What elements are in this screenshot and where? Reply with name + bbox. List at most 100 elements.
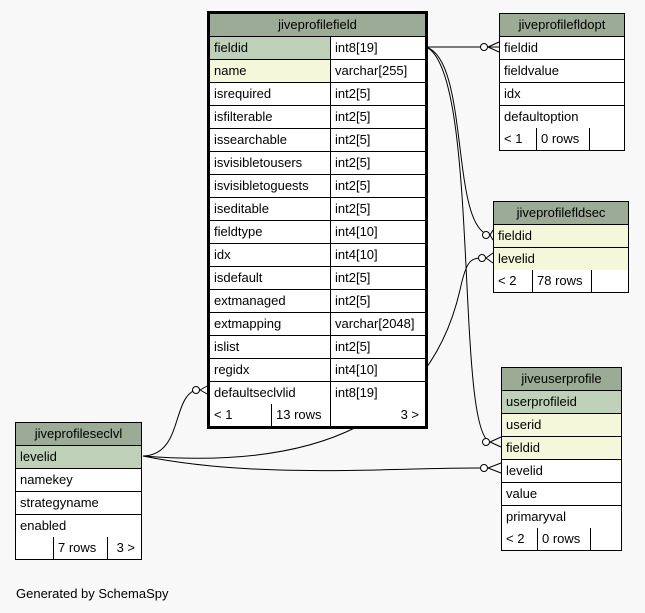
column-type: int2[5] <box>330 83 425 105</box>
table-footer: < 2 0 rows <box>502 528 621 550</box>
row-count: 78 rows <box>532 270 591 292</box>
column-type: int2[5] <box>330 175 425 197</box>
column-row-fieldid[interactable]: fieldid <box>502 437 621 460</box>
column-name: iseditable <box>214 201 269 216</box>
column-type: int4[10] <box>330 221 425 243</box>
column-row-fieldvalue[interactable]: fieldvalue <box>500 60 624 83</box>
column-name: isvisibletoguests <box>214 178 309 193</box>
column-row-fieldid[interactable]: fieldid <box>500 37 624 60</box>
link-fldsec-fieldid <box>425 46 491 236</box>
column-name: extmapping <box>214 316 282 331</box>
column-name: fieldid <box>214 40 248 55</box>
children-count <box>591 270 628 292</box>
column-row-enabled[interactable]: enabled <box>16 515 141 537</box>
column-name: userid <box>506 417 542 432</box>
column-row-strategyname[interactable]: strategyname <box>16 492 141 515</box>
row-count: 13 rows <box>271 404 330 426</box>
column-row-userid[interactable]: userid <box>502 414 621 437</box>
generated-by-caption: Generated by SchemaSpy <box>16 586 169 601</box>
column-name: value <box>506 486 538 501</box>
column-name: islist <box>214 339 240 354</box>
column-type: int2[5] <box>330 336 425 358</box>
column-row-fieldid[interactable]: fieldid <box>494 225 628 248</box>
column-row-fieldid[interactable]: fieldid int8[19] <box>210 37 425 60</box>
link-userprofile-fieldid <box>425 46 491 443</box>
column-row-fieldtype[interactable]: fieldtype int4[10] <box>210 221 425 244</box>
column-row-extmanaged[interactable]: extmanaged int2[5] <box>210 290 425 313</box>
column-name: defaultseclvlid <box>214 385 296 400</box>
link-userprofile-levelid <box>142 455 485 472</box>
column-name: defaultoption <box>504 109 579 124</box>
column-type: int2[5] <box>330 267 425 289</box>
parents-count <box>16 537 53 559</box>
column-name: strategyname <box>20 495 99 510</box>
link-field-defaultseclvlid <box>142 388 201 457</box>
table-jiveprofilefldopt[interactable]: jiveprofilefldopt fieldid fieldvalue idx de… <box>499 13 625 151</box>
column-name: enabled <box>20 518 67 533</box>
column-row-userprofileid[interactable]: userprofileid <box>502 391 621 414</box>
column-row-levelid[interactable]: levelid <box>16 446 141 469</box>
column-name: isvisibletousers <box>214 155 303 170</box>
column-row-name[interactable]: name varchar[255] <box>210 60 425 83</box>
column-type: varchar[2048] <box>330 313 425 335</box>
column-name: name <box>214 63 247 78</box>
table-title: jiveprofilefldopt <box>500 14 624 37</box>
column-name: isfilterable <box>214 109 273 124</box>
column-name: extmanaged <box>214 293 286 308</box>
column-row-isrequired[interactable]: isrequired int2[5] <box>210 83 425 106</box>
table-footer: < 1 13 rows 3 > <box>210 404 425 426</box>
parents-count: < 2 <box>506 531 525 546</box>
column-row-islist[interactable]: islist int2[5] <box>210 336 425 359</box>
column-name: fieldtype <box>214 224 263 239</box>
column-row-idx[interactable]: idx <box>500 83 624 106</box>
column-type: int2[5] <box>330 106 425 128</box>
column-name: fieldid <box>498 228 532 243</box>
row-count: 0 rows <box>537 528 590 550</box>
column-type: int4[10] <box>330 244 425 266</box>
column-name: isdefault <box>214 270 263 285</box>
column-type: int2[5] <box>330 198 425 220</box>
table-title: jiveprofilefield <box>210 14 425 37</box>
column-row-isdefault[interactable]: isdefault int2[5] <box>210 267 425 290</box>
cardinality-circle <box>480 43 488 51</box>
column-row-levelid[interactable]: levelid <box>502 460 621 483</box>
column-name: regidx <box>214 362 250 377</box>
children-count: 3 > <box>330 404 425 426</box>
cardinality-circle <box>480 464 488 472</box>
row-count: 7 rows <box>53 537 107 559</box>
column-row-levelid[interactable]: levelid <box>494 248 628 270</box>
column-row-isfilterable[interactable]: isfilterable int2[5] <box>210 106 425 129</box>
column-row-value[interactable]: value <box>502 483 621 506</box>
cardinality-circle <box>192 386 200 394</box>
column-type: int2[5] <box>330 152 425 174</box>
table-jiveprofilefield[interactable]: jiveprofilefield fieldid int8[19] name varc… <box>207 11 428 429</box>
column-name: isrequired <box>214 86 272 101</box>
column-row-namekey[interactable]: namekey <box>16 469 141 492</box>
cardinality-circle <box>478 254 486 262</box>
column-row-isvisibletoguests[interactable]: isvisibletoguests int2[5] <box>210 175 425 198</box>
column-name: fieldid <box>504 40 538 55</box>
children-count <box>590 528 621 550</box>
column-row-extmapping[interactable]: extmapping varchar[2048] <box>210 313 425 336</box>
column-row-defaultoption[interactable]: defaultoption <box>500 106 624 128</box>
column-row-primaryval[interactable]: primaryval <box>502 506 621 528</box>
parents-count: < 1 <box>214 407 233 422</box>
column-name: levelid <box>498 251 535 266</box>
table-footer: 7 rows 3 > <box>16 537 141 559</box>
column-type: int2[5] <box>330 290 425 312</box>
column-name: fieldid <box>506 440 540 455</box>
column-row-iseditable[interactable]: iseditable int2[5] <box>210 198 425 221</box>
column-type: int8[19] <box>330 37 425 59</box>
column-type: varchar[255] <box>330 60 425 82</box>
cardinality-circle <box>482 231 490 239</box>
column-name: idx <box>504 86 521 101</box>
column-name: fieldvalue <box>504 63 559 78</box>
column-row-isvisibletousers[interactable]: isvisibletousers int2[5] <box>210 152 425 175</box>
